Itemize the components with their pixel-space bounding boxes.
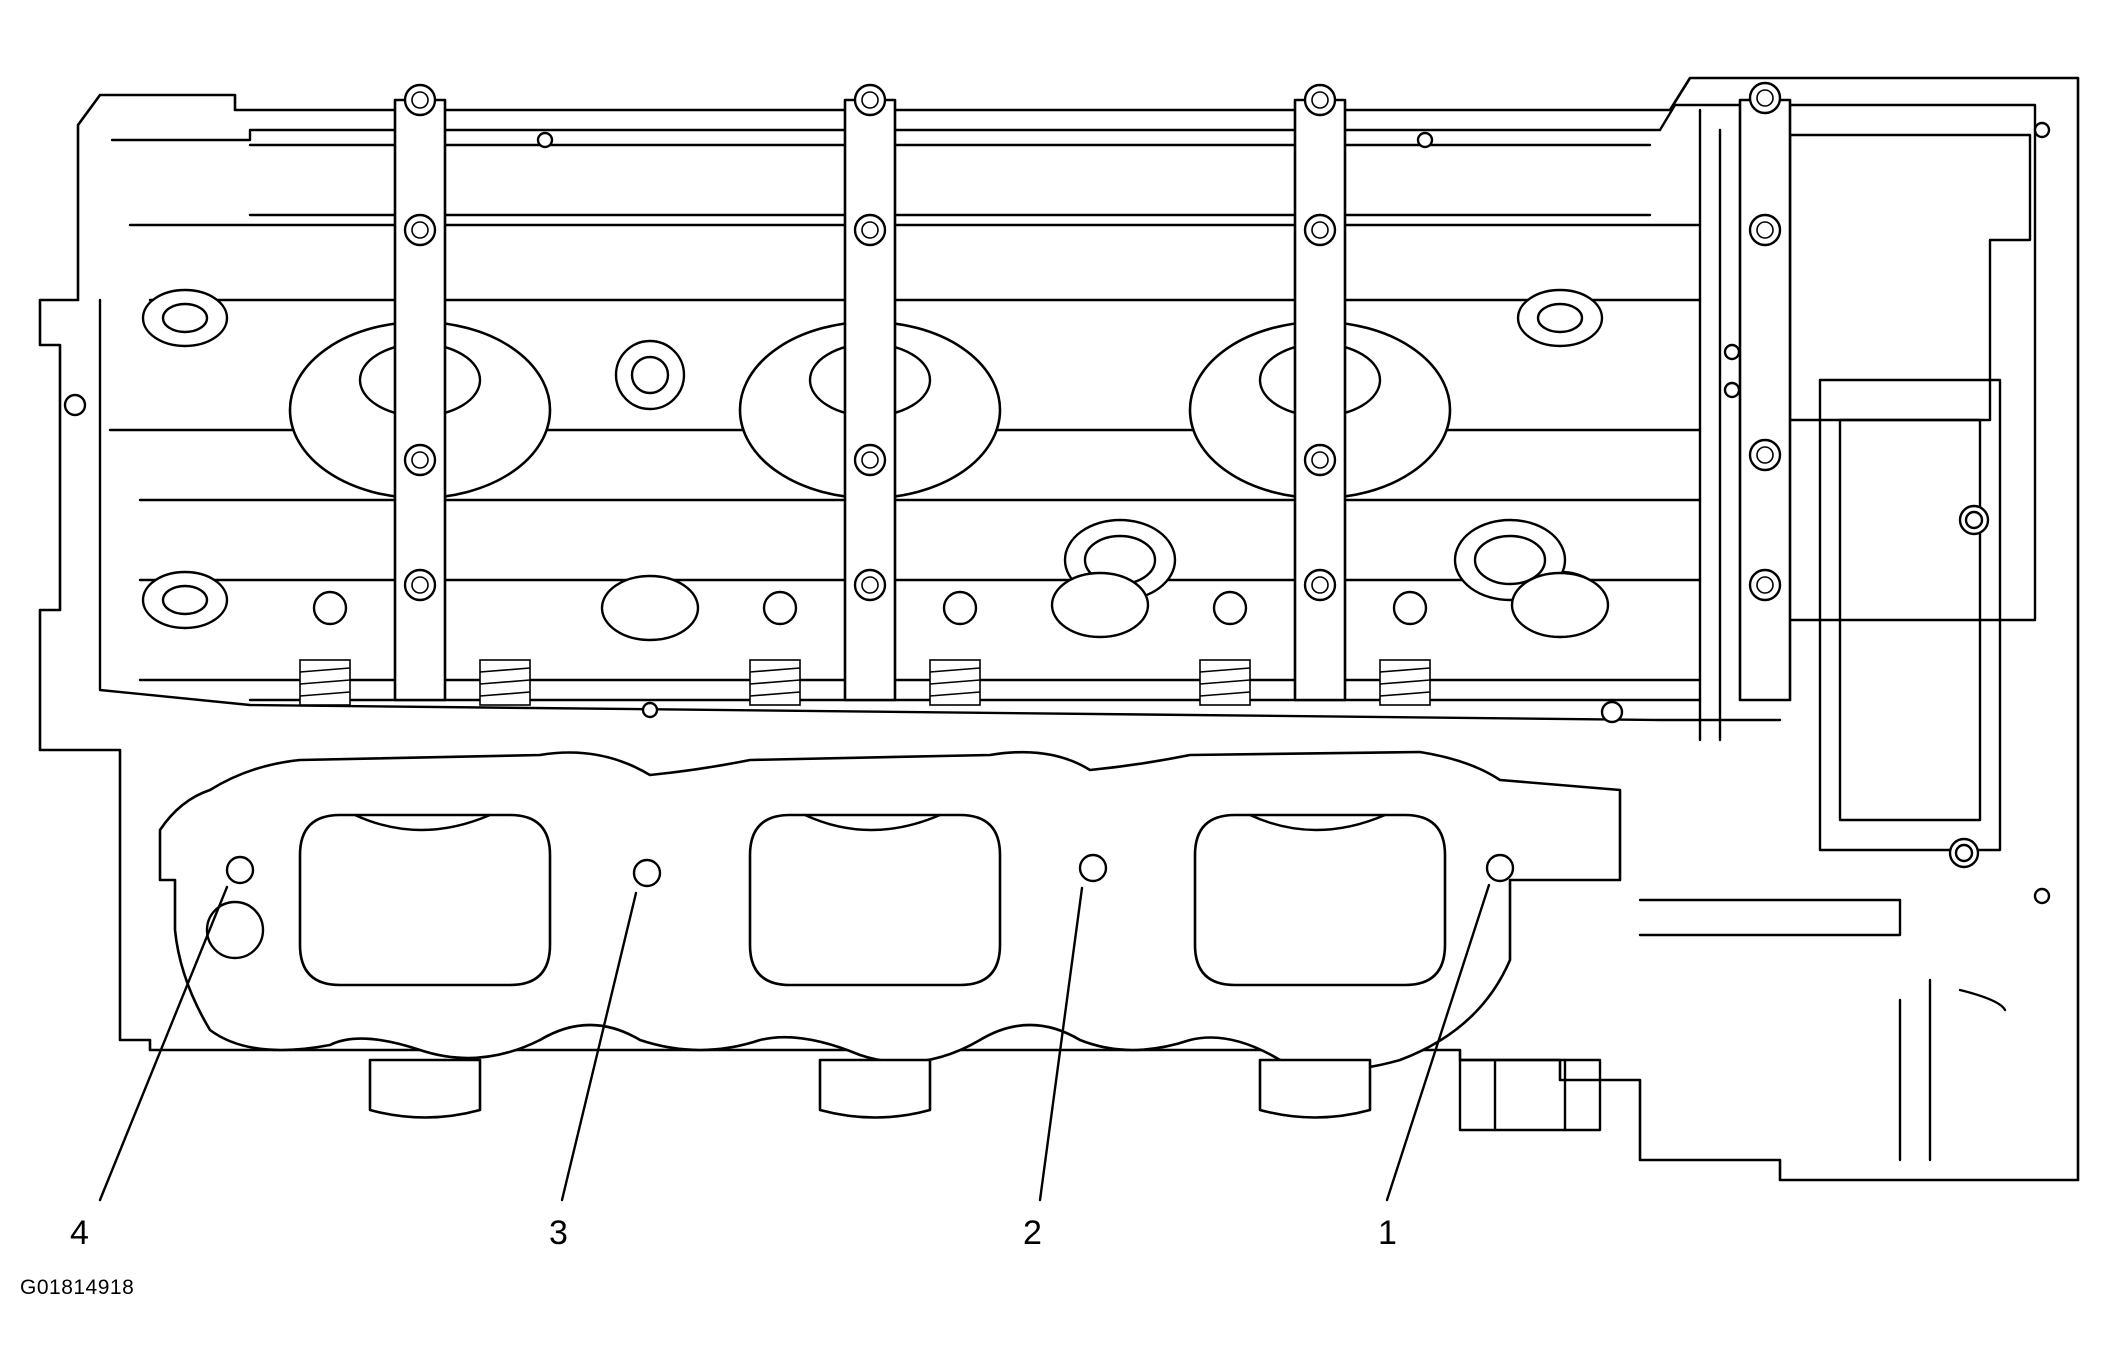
- callout-4: 4: [70, 1214, 89, 1252]
- flange-bolt-holes: [205, 853, 1515, 960]
- leader-line-2: [1038, 886, 1084, 1202]
- figure-code: G01814918: [20, 1276, 135, 1299]
- callout-2: 2: [1023, 1214, 1042, 1252]
- callout-leaders: [98, 883, 1491, 1202]
- leader-line-3: [560, 891, 638, 1202]
- bearing-caps: [393, 81, 1792, 702]
- leader-line-1: [1385, 883, 1491, 1202]
- callout-1: 1: [1378, 1214, 1397, 1252]
- ports: [298, 813, 1447, 987]
- head-right-end: [1638, 108, 2051, 1162]
- leader-line-4: [98, 885, 229, 1202]
- callout-3: 3: [549, 1214, 568, 1252]
- valve-springs: [299, 590, 1431, 706]
